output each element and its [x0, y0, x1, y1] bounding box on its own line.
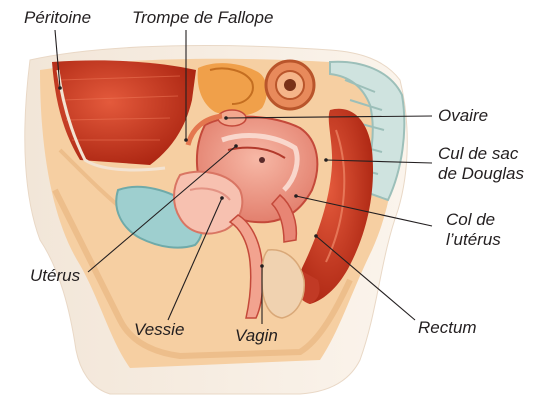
label-uterus: Utérus	[30, 266, 80, 286]
label-trompe: Trompe de Fallope	[132, 8, 273, 28]
label-col-line1: Col de	[446, 210, 501, 230]
label-cul-line1: Cul de sac	[438, 144, 524, 164]
label-rectum: Rectum	[418, 318, 477, 338]
label-vagin: Vagin	[235, 326, 278, 346]
label-col: Col de l’utérus	[446, 210, 501, 250]
label-cul-de-sac: Cul de sac de Douglas	[438, 144, 524, 184]
label-cul-line2: de Douglas	[438, 164, 524, 184]
bladder	[174, 172, 242, 234]
label-col-line2: l’utérus	[446, 230, 501, 250]
label-ovaire: Ovaire	[438, 106, 488, 126]
label-peritoine: Péritoine	[24, 8, 91, 28]
label-vessie: Vessie	[134, 320, 184, 340]
